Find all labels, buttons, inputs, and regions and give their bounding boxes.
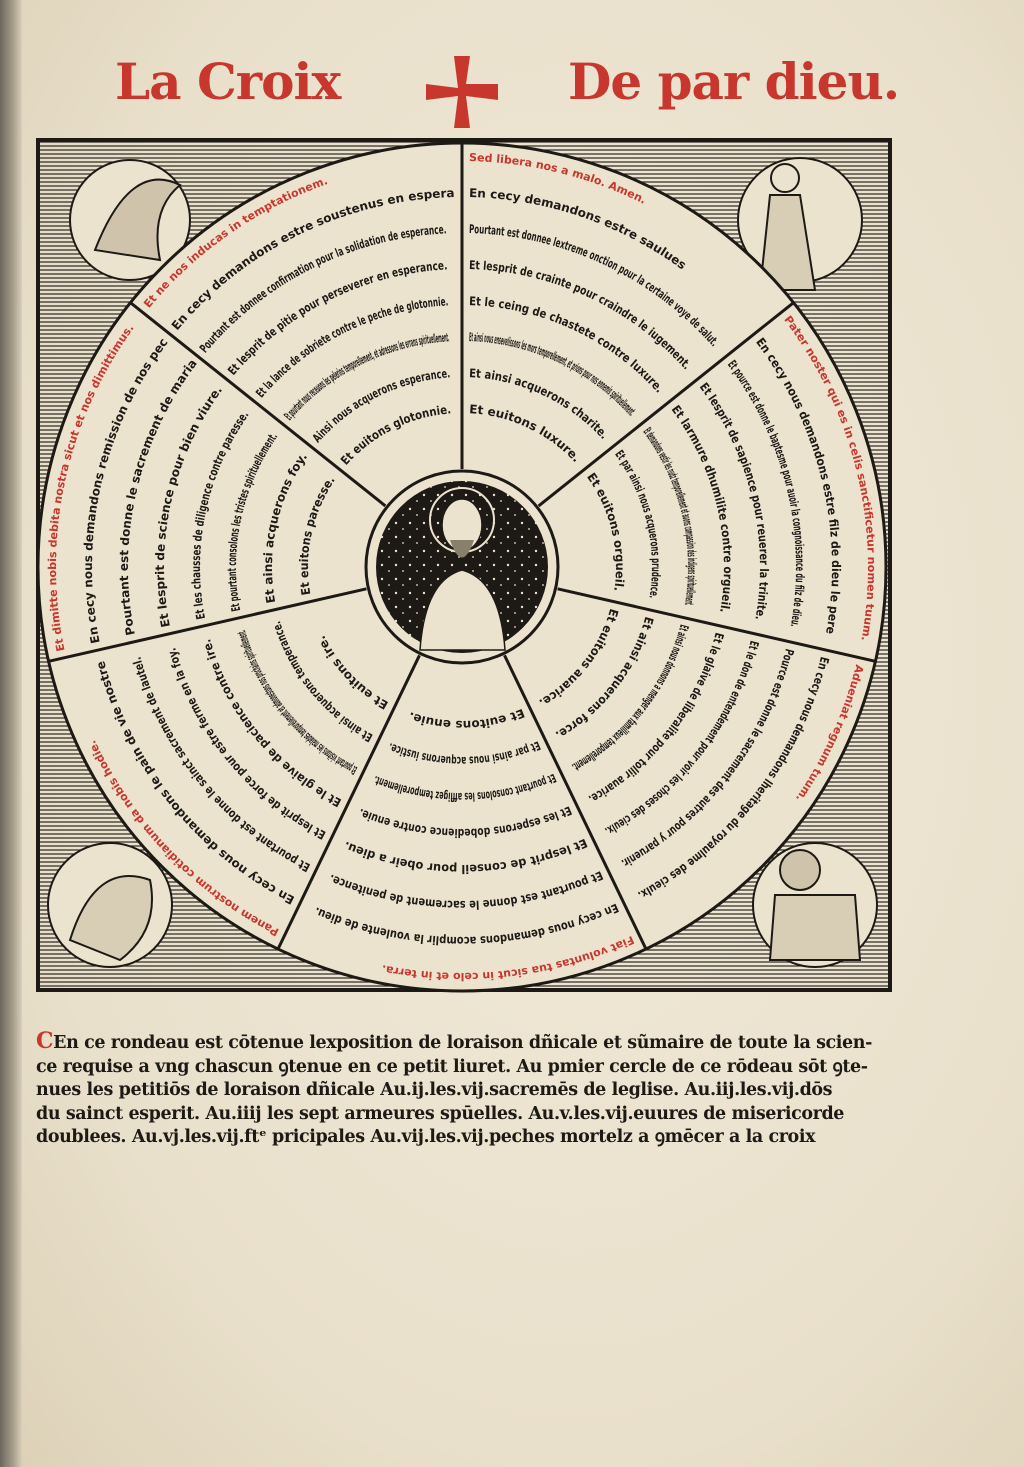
wedge-divider [557,587,876,663]
body-line: du sainct esperit. Au.iiij les sept arme… [36,1103,845,1124]
body-line: nues les petitiōs de loraison dñicale Au… [36,1080,833,1100]
red-cross-pattee-icon [426,56,498,128]
book-binding-edge [0,0,22,1467]
wedge-divider [48,587,367,663]
corner-lion [752,842,878,968]
body-line: doublees. Au.vj.les.vij.ftᵉ pricipales A… [36,1127,816,1147]
red-initial: C [36,1028,54,1054]
wedge-divider [129,301,387,508]
corner-ox [47,842,173,968]
body-paragraph: CEn ce rondeau est cōtenue lexposition d… [36,1028,916,1150]
body-line: En ce rondeau est cōtenue lexposition de… [53,1033,872,1053]
lords-prayer-wheel-diagram: Et ne nos inducas in temptationem.En cec… [0,0,892,993]
wedge-divider [276,654,421,950]
christ-figure [419,487,506,651]
wedge-divider [537,301,795,508]
body-line: ce requise a vng chascun ꝯtenue en ce pe… [36,1056,868,1077]
starry-background [376,481,548,653]
corner-angel [737,157,863,291]
corner-eagle [69,159,191,281]
wedge-divider [503,654,648,950]
header-right-title: De par dieu. [568,52,900,111]
header-left-title: La Croix [115,52,341,111]
